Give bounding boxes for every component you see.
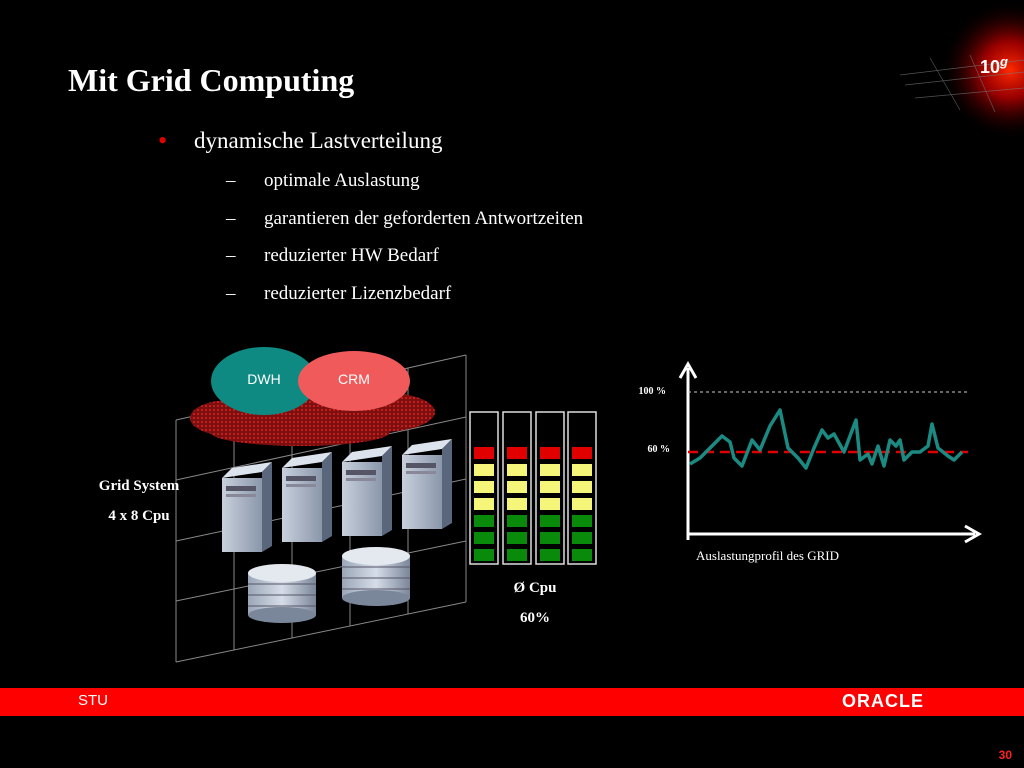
server-2 [282, 452, 332, 542]
brand-10g: 10g [980, 54, 1008, 78]
cpu-meters [469, 411, 597, 565]
cpu-meter-frame [469, 411, 499, 565]
slide-title: Mit Grid Computing [68, 62, 355, 98]
cpu-meter-segment [507, 532, 527, 544]
crm-ellipse [298, 351, 410, 411]
cpu-meter-segment [540, 532, 560, 544]
load-profile-line [689, 408, 964, 470]
grid-system-label: Grid System [98, 478, 180, 494]
sub-item-text: garantieren der geforderten Antwortzeite… [264, 208, 584, 229]
cpu-meter-segment [474, 549, 494, 561]
cpu-meter-segment [474, 515, 494, 527]
cpu-meter-segment [572, 498, 592, 510]
page-number: 30 [998, 748, 1012, 762]
footer-bar [0, 688, 1024, 716]
chart-caption: Auslastungprofil des GRID [696, 548, 839, 563]
cpu-meter-segment [540, 498, 560, 510]
sub-marker: – [226, 245, 236, 266]
server-3 [342, 446, 392, 536]
cpu-meter-segment [572, 515, 592, 527]
bullet-marker: • [158, 126, 168, 155]
cpu-meter-segment [474, 447, 494, 459]
sub-item: – optimale Auslastung [226, 170, 420, 192]
cpu-meter-segment [540, 464, 560, 476]
cpu-meter-segment [572, 464, 592, 476]
sub-marker: – [226, 208, 236, 229]
dwh-ellipse [211, 347, 317, 415]
utilization-chart [678, 360, 983, 544]
sub-marker: – [226, 170, 236, 191]
sub-item: – reduzierter HW Bedarf [226, 245, 439, 267]
cpu-meter-frame [535, 411, 565, 565]
cpu-meter-segment [474, 532, 494, 544]
crm-label: CRM [338, 371, 370, 387]
cpu-meter-segment [540, 447, 560, 459]
cpu-meter-segment [540, 515, 560, 527]
sub-item-text: reduzierter HW Bedarf [264, 245, 439, 266]
sub-item-text: reduzierter Lizenzbedarf [264, 283, 452, 304]
cpu-meter-segment [507, 481, 527, 493]
bullet-text: dynamische Lastverteilung [194, 128, 443, 153]
sub-item-text: optimale Auslastung [264, 170, 420, 191]
y-axis-arrow [678, 360, 698, 379]
disk-stack-2 [342, 547, 410, 606]
cpu-meter-segment [474, 498, 494, 510]
cpu-meter-segment [507, 549, 527, 561]
label-60-percent: 60 % [647, 444, 671, 455]
brand-suffix: g [1000, 54, 1008, 69]
sub-item: – garantieren der geforderten Antwortzei… [226, 208, 583, 230]
cpu-meter-segment [507, 447, 527, 459]
cpu-meter-segment [572, 447, 592, 459]
cpu-meter-segment [507, 515, 527, 527]
cpu-meter-segment [474, 464, 494, 476]
cpu-meter-frame [502, 411, 532, 565]
cpu-meter-segment [507, 498, 527, 510]
sub-marker: – [226, 283, 236, 304]
cpu-meter-frame [567, 411, 597, 565]
oracle-logo: ORACLE [842, 691, 924, 711]
cpu-meter-segment [572, 549, 592, 561]
footer-text: STU [78, 692, 108, 709]
cpu-meter-segment [540, 481, 560, 493]
cpu-avg-label: Ø Cpu [513, 580, 557, 596]
brand-version: 10 [980, 57, 1001, 77]
x-axis-arrow [964, 524, 983, 544]
dwh-label: DWH [247, 371, 281, 387]
grid-cpu-count-label: 4 x 8 Cpu [108, 508, 170, 524]
cpu-meter-segment [572, 481, 592, 493]
disk-stack-1 [248, 564, 316, 623]
sub-item: – reduzierter Lizenzbedarf [226, 283, 451, 305]
server-4 [402, 439, 452, 529]
cpu-meter-segment [572, 532, 592, 544]
label-100-percent: 100 % [638, 386, 667, 397]
server-1 [222, 462, 272, 552]
cpu-meter-segment [474, 481, 494, 493]
cpu-meter-segment [507, 464, 527, 476]
cpu-avg-value: 60% [520, 610, 550, 626]
cpu-meter-segment [540, 549, 560, 561]
bullet-main: • dynamische Lastverteilung [158, 126, 442, 156]
